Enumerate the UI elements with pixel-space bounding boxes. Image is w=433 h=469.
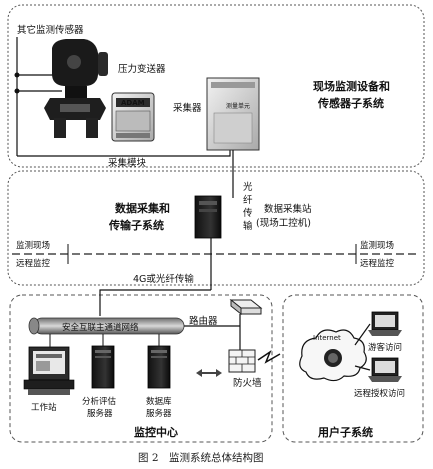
acquisition-module-icon: ADAM bbox=[111, 92, 155, 142]
station-label-2: (现场工控机) bbox=[256, 217, 311, 229]
workstation-label: 工作站 bbox=[31, 402, 57, 413]
remote-laptop-icon bbox=[368, 357, 402, 382]
collector-label: 采集器 bbox=[173, 102, 202, 114]
user-subsystem-title: 用户子系统 bbox=[318, 425, 373, 439]
module-to-collector-line bbox=[17, 150, 231, 157]
collector-plate-label: 测量单元 bbox=[226, 102, 250, 110]
firewall-icon bbox=[228, 349, 256, 373]
database-server-label-1: 数据库 bbox=[146, 396, 172, 407]
cloud-to-remote-line bbox=[354, 365, 371, 371]
cloud-to-guest-line bbox=[354, 323, 371, 346]
guest-access-label: 游客访问 bbox=[368, 342, 402, 353]
other-sensors-label: 其它监测传感器 bbox=[17, 24, 84, 36]
right-site-bottom-label: 远程监控 bbox=[360, 258, 395, 269]
monitor-center-frame bbox=[9, 294, 273, 443]
acq-subsystem-title-2: 传输子系统 bbox=[108, 218, 164, 232]
network-bus-label: 安全互联主通道网络 bbox=[62, 322, 139, 333]
user-subsystem-frame bbox=[282, 294, 424, 443]
junction-dot-1 bbox=[14, 72, 20, 78]
guest-laptop-icon bbox=[368, 311, 402, 336]
link-to-bus-line bbox=[99, 289, 211, 316]
link-type-label: 4G或光纤传输 bbox=[133, 273, 194, 285]
right-site-top-label: 监测现场 bbox=[360, 240, 394, 251]
figure-caption: 图 2 监测系统总体结构图 bbox=[138, 451, 264, 464]
field-subsystem-frame bbox=[7, 4, 425, 168]
acquisition-subsystem-frame bbox=[7, 170, 425, 286]
workstation-icon bbox=[23, 346, 75, 395]
left-site-bottom-label: 远程监控 bbox=[16, 258, 51, 269]
field-subsystem-title-2: 传感器子系统 bbox=[317, 96, 384, 110]
data-acquisition-station-icon bbox=[194, 195, 222, 239]
analysis-server-label-2: 服务器 bbox=[87, 408, 113, 419]
router-icon bbox=[229, 298, 263, 316]
fiber-char-2: 纤 bbox=[243, 194, 253, 206]
remote-access-label: 远程授权访问 bbox=[354, 388, 405, 399]
pressure-transmitter-icon bbox=[44, 39, 108, 138]
station-label-1: 数据采集站 bbox=[264, 203, 312, 215]
analysis-server-label-1: 分析评估 bbox=[82, 396, 117, 407]
servers-firewall-double-arrow bbox=[196, 369, 222, 377]
acquisition-module-label: 采集模块 bbox=[108, 157, 147, 169]
junction-dot-2 bbox=[14, 88, 20, 94]
collector-icon: 测量单元 bbox=[206, 77, 260, 151]
database-server-icon bbox=[147, 345, 171, 389]
left-site-top-label: 监测现场 bbox=[16, 240, 50, 251]
fiber-char-1: 光 bbox=[243, 181, 253, 193]
firewall-label: 防火墙 bbox=[233, 377, 262, 389]
module-brand-label: ADAM bbox=[121, 99, 145, 107]
database-server-label-2: 服务器 bbox=[146, 408, 172, 419]
pressure-transmitter-label: 压力变送器 bbox=[118, 63, 166, 75]
analysis-server-icon bbox=[91, 345, 115, 389]
field-subsystem-title-1: 现场监测设备和 bbox=[313, 79, 390, 93]
firewall-internet-link bbox=[257, 350, 281, 364]
acq-subsystem-title-1: 数据采集和 bbox=[115, 201, 170, 215]
fiber-char-3: 传 bbox=[243, 207, 253, 219]
fiber-char-4: 输 bbox=[243, 220, 253, 232]
internet-label: Internet bbox=[313, 334, 341, 342]
monitor-center-title: 监控中心 bbox=[134, 425, 178, 439]
network-bus-pipe bbox=[28, 317, 185, 335]
internet-cloud-icon bbox=[299, 329, 367, 382]
router-label: 路由器 bbox=[189, 315, 218, 327]
